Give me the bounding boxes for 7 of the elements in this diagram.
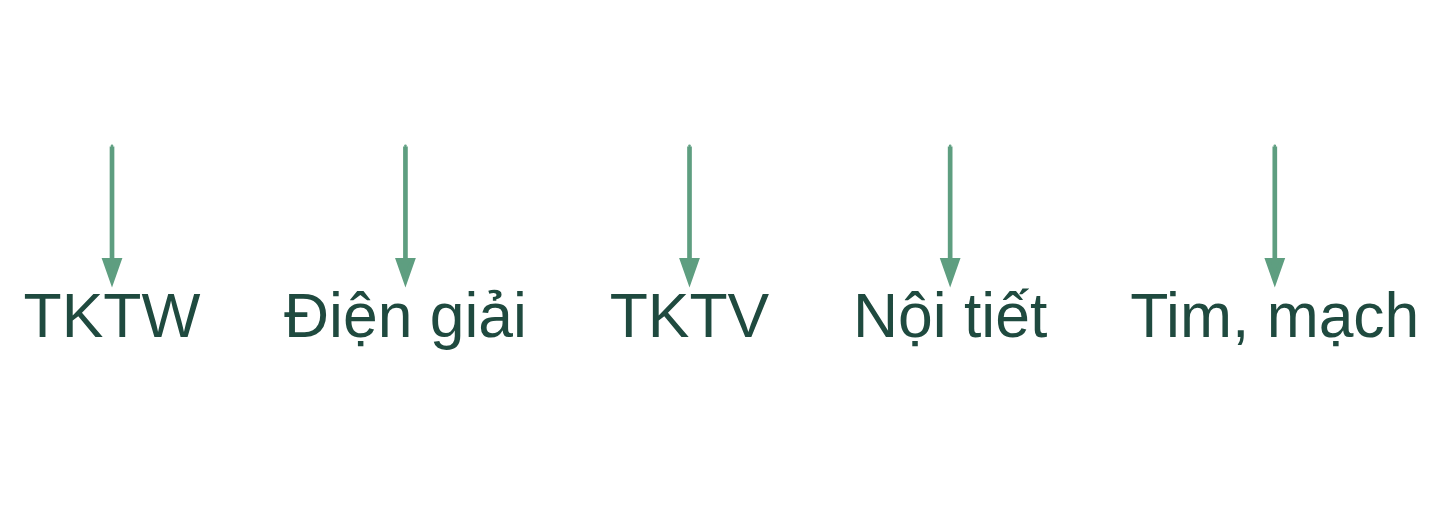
node-text: Điện giải	[283, 279, 527, 350]
node-text: TKTV	[609, 279, 770, 350]
node-text: TKTW	[23, 279, 201, 350]
node-text: Nội tiết	[853, 279, 1048, 350]
arrow	[679, 146, 700, 288]
node-text: Tim, mạch	[1130, 279, 1420, 350]
arrow	[395, 146, 416, 288]
